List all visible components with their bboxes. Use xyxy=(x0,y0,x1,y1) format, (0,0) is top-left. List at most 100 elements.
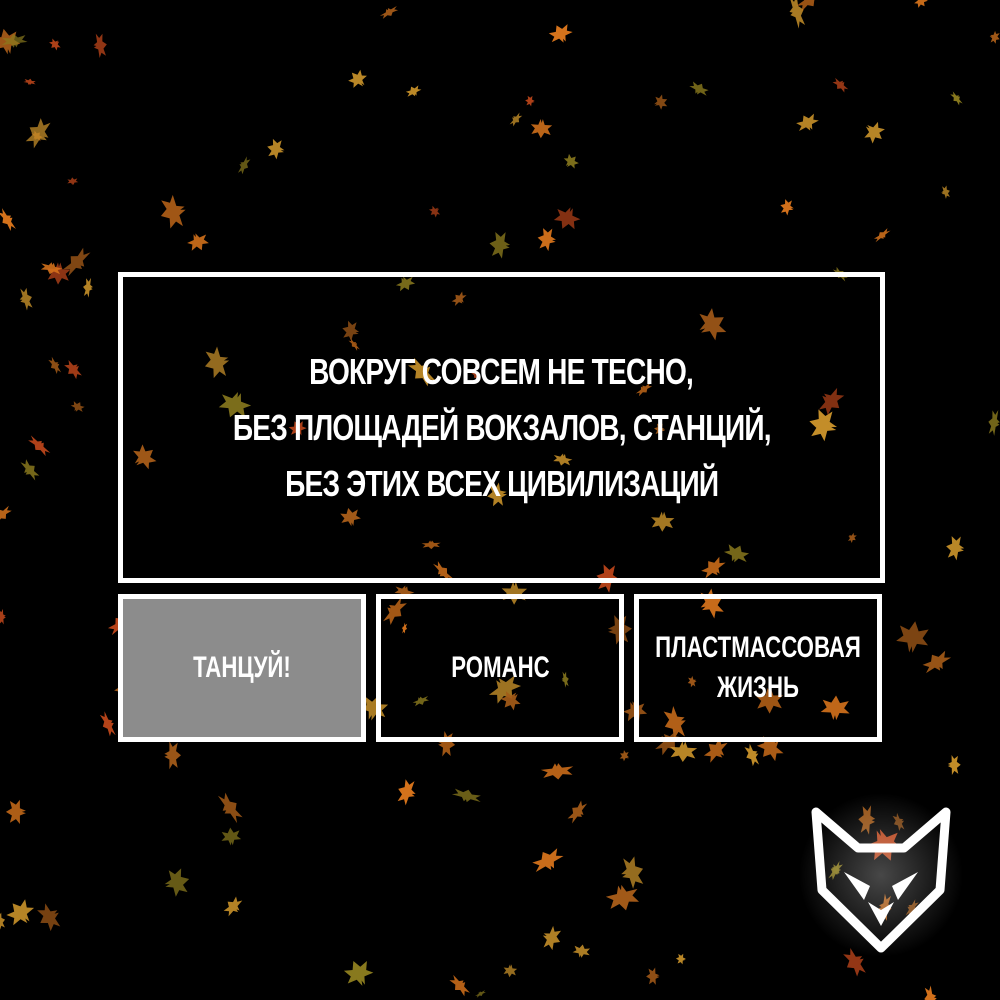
leaf-decoration xyxy=(475,989,486,998)
leaf-decoration xyxy=(48,356,62,374)
leaf-decoration xyxy=(701,556,726,579)
answer-option-2[interactable]: Романс xyxy=(376,594,624,742)
leaf-decoration xyxy=(818,387,845,416)
leaf-decoration xyxy=(433,561,453,583)
leaf-decoration xyxy=(922,650,952,674)
leaf-decoration xyxy=(809,409,838,442)
leaf-decoration xyxy=(40,262,63,275)
leaf-decoration xyxy=(744,743,760,767)
leaf-decoration xyxy=(379,5,399,19)
leaf-decoration xyxy=(99,711,116,737)
leaf-decoration xyxy=(383,597,407,626)
leaf-decoration xyxy=(64,360,82,380)
leaf-decoration xyxy=(789,0,806,29)
leaf-decoration xyxy=(567,800,588,824)
lyric-line-1: Вокруг совсем не тесно, xyxy=(309,350,695,392)
leaf-decoration xyxy=(164,741,181,770)
answer-option-3[interactable]: Пластмассовая жизнь xyxy=(634,594,882,742)
leaf-decoration xyxy=(412,696,429,707)
leaf-decoration xyxy=(553,453,573,466)
leaf-decoration xyxy=(675,953,686,965)
leaf-decoration xyxy=(288,421,307,437)
leaf-decoration xyxy=(500,691,521,711)
leaf-decoration xyxy=(397,779,416,806)
leaf-decoration xyxy=(621,856,644,889)
leaf-decoration xyxy=(687,675,697,688)
leaf-decoration xyxy=(503,964,518,978)
leaf-decoration xyxy=(487,482,507,507)
leaf-decoration xyxy=(0,505,12,524)
leaf-decoration xyxy=(0,912,6,930)
leaf-decoration xyxy=(655,729,683,756)
leaf-decoration xyxy=(896,621,929,653)
leaf-decoration xyxy=(1,33,28,48)
leaf-decoration xyxy=(864,121,885,144)
leaf-decoration xyxy=(83,277,93,298)
leaf-decoration xyxy=(451,788,481,803)
leaf-decoration xyxy=(509,112,523,127)
leaf-decoration xyxy=(654,423,666,436)
leaf-decoration xyxy=(689,81,709,96)
leaf-decoration xyxy=(820,695,850,721)
leaf-decoration xyxy=(0,608,6,625)
leaf-decoration xyxy=(723,544,750,563)
leaf-decoration xyxy=(542,925,562,951)
leaf-decoration xyxy=(0,208,16,232)
leaf-decoration xyxy=(537,228,556,252)
leaf-decoration xyxy=(93,33,107,59)
leaf-decoration xyxy=(669,741,698,762)
leaf-decoration xyxy=(654,94,668,110)
answer-option-1[interactable]: Танцуй! xyxy=(118,594,366,742)
leaf-decoration xyxy=(348,69,367,88)
leaf-decoration xyxy=(67,177,79,186)
leaf-decoration xyxy=(19,287,33,311)
leaf-decoration xyxy=(267,138,285,160)
leaf-decoration xyxy=(796,113,819,131)
leaf-decoration xyxy=(873,228,891,243)
leaf-decoration xyxy=(160,194,186,229)
leaf-decoration xyxy=(20,459,40,481)
leaf-decoration xyxy=(525,95,535,107)
leaf-decoration xyxy=(49,38,61,51)
leaf-decoration xyxy=(501,581,528,605)
leaf-decoration xyxy=(635,382,653,397)
leaf-decoration xyxy=(5,799,26,825)
leaf-decoration xyxy=(832,77,849,93)
leaf-decoration xyxy=(342,320,360,341)
leaf-decoration xyxy=(164,868,190,897)
leaf-decoration xyxy=(343,961,374,986)
leaf-decoration xyxy=(572,944,591,958)
leaf-decoration xyxy=(540,763,574,780)
answer-option-1-label: Танцуй! xyxy=(193,651,291,684)
leaf-decoration xyxy=(217,792,243,824)
leaf-decoration xyxy=(646,967,660,985)
leaf-decoration xyxy=(133,444,157,470)
leaf-decoration xyxy=(204,346,230,379)
leaf-decoration xyxy=(359,695,389,721)
lyric-line-3: без этих всех цивилизаций xyxy=(284,462,719,504)
leaf-decoration xyxy=(23,78,36,86)
leaf-decoration xyxy=(348,338,360,351)
leaf-decoration xyxy=(63,247,91,277)
leaf-decoration xyxy=(489,231,511,259)
leaf-decoration xyxy=(340,507,361,527)
leaf-decoration xyxy=(561,671,569,688)
leaf-decoration xyxy=(947,754,961,775)
leaf-decoration xyxy=(843,948,866,977)
leaf-decoration xyxy=(25,118,51,149)
leaf-decoration xyxy=(699,308,727,341)
leaf-decoration xyxy=(221,827,242,846)
fox-head-icon xyxy=(799,793,963,957)
leaf-decoration xyxy=(218,392,252,418)
leaf-decoration xyxy=(989,30,1000,44)
leaf-decoration xyxy=(663,706,686,739)
leaf-decoration xyxy=(946,536,965,561)
leaf-decoration xyxy=(405,85,422,97)
answer-option-2-label: Романс xyxy=(450,651,550,684)
leaf-decoration xyxy=(428,205,441,218)
leaf-decoration xyxy=(6,899,35,926)
leaf-decoration xyxy=(401,622,408,634)
leaf-decoration xyxy=(780,199,794,216)
leaf-decoration xyxy=(796,0,822,12)
leaf-decoration xyxy=(237,156,251,175)
